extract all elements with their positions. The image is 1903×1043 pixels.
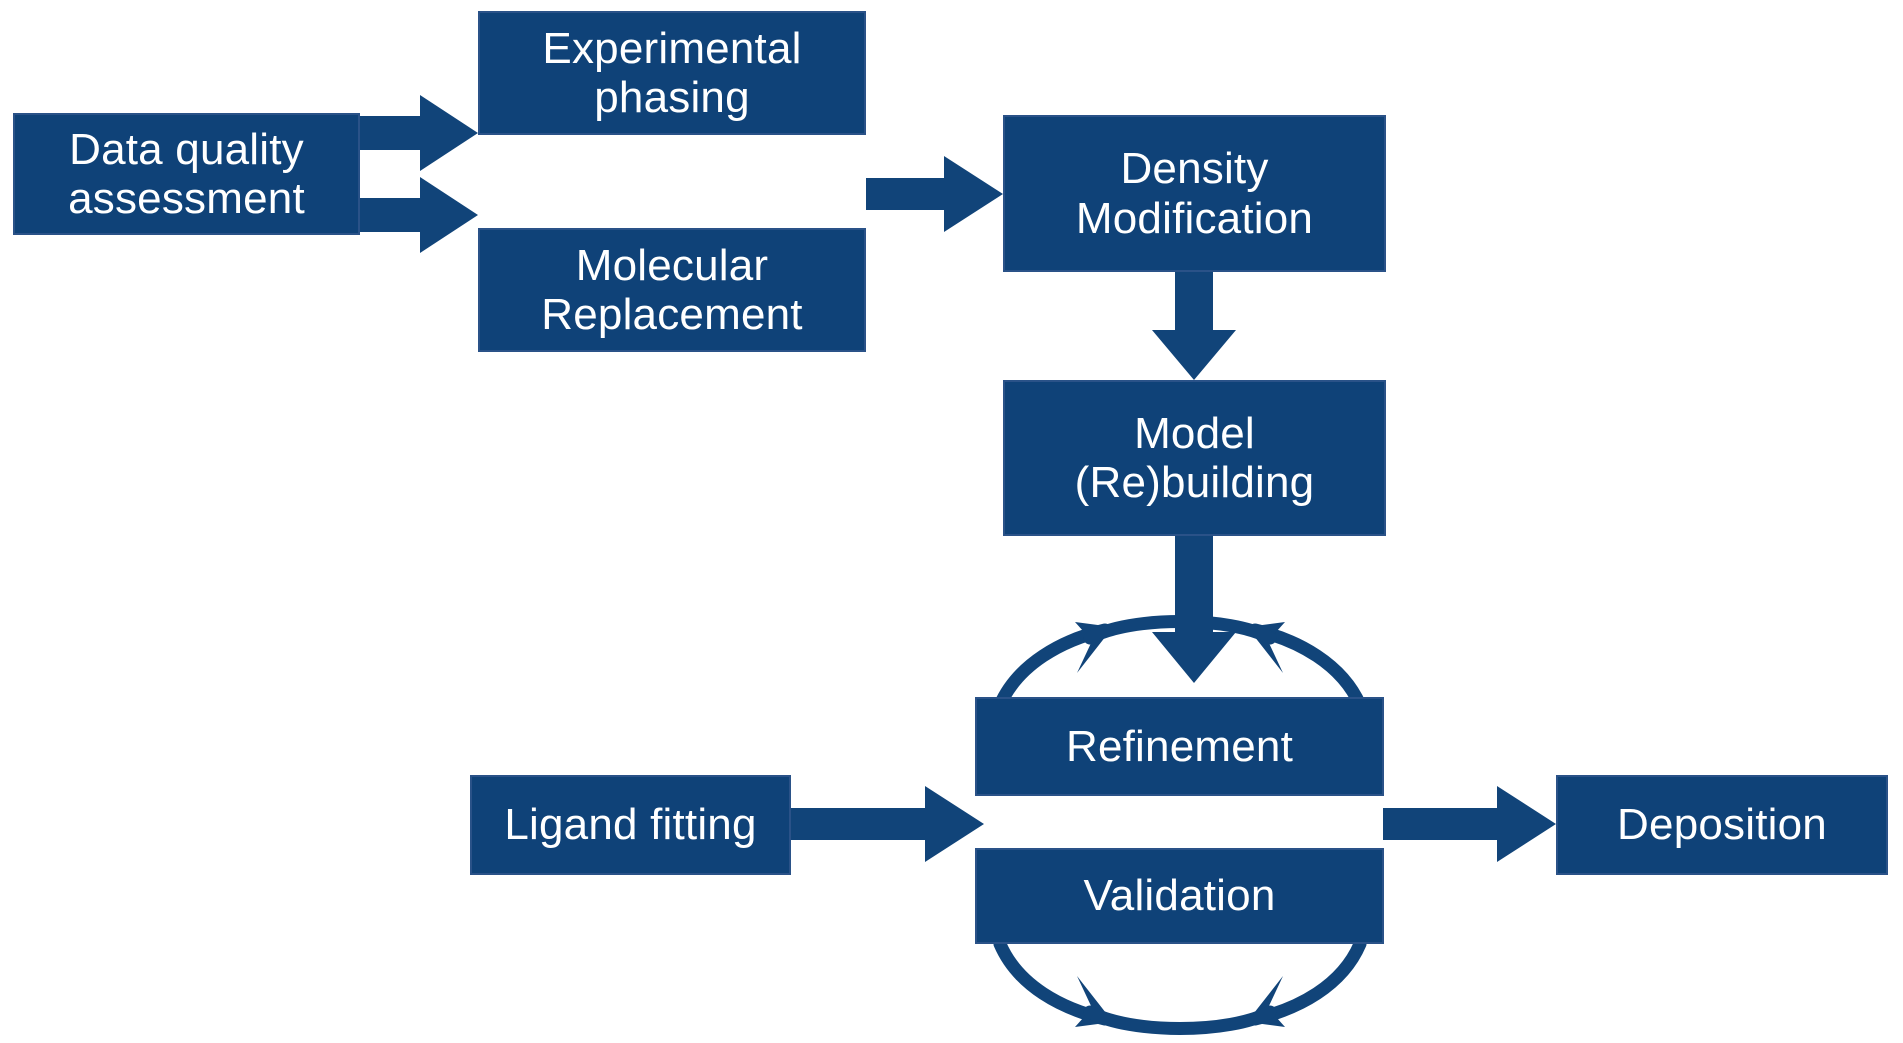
edge-validation-to-deposition <box>1383 786 1556 862</box>
node-validation[interactable]: Validation <box>975 848 1384 944</box>
node-data-quality-assessment[interactable]: Data quality assessment <box>13 113 360 235</box>
edge-dqa-to-molecular-replacement <box>360 177 478 253</box>
node-ligand-fitting[interactable]: Ligand fitting <box>470 775 791 875</box>
node-molecular-replacement[interactable]: Molecular Replacement <box>478 228 866 352</box>
edge-model-rebuilding-to-refinement <box>1152 536 1236 683</box>
edge-density-modification-to-model-rebuilding <box>1152 272 1236 380</box>
node-refinement[interactable]: Refinement <box>975 697 1384 796</box>
node-density-modification[interactable]: Density Modification <box>1003 115 1386 272</box>
edge-ligand-fitting-to-refinement <box>791 786 984 862</box>
node-experimental-phasing[interactable]: Experimental phasing <box>478 11 866 135</box>
edge-cycle-bottom <box>993 937 1367 1035</box>
edge-phasing-to-density-modification <box>866 156 1003 232</box>
node-deposition[interactable]: Deposition <box>1556 775 1888 875</box>
edge-dqa-to-experimental-phasing <box>360 95 478 171</box>
node-model-rebuilding[interactable]: Model (Re)building <box>1003 380 1386 536</box>
